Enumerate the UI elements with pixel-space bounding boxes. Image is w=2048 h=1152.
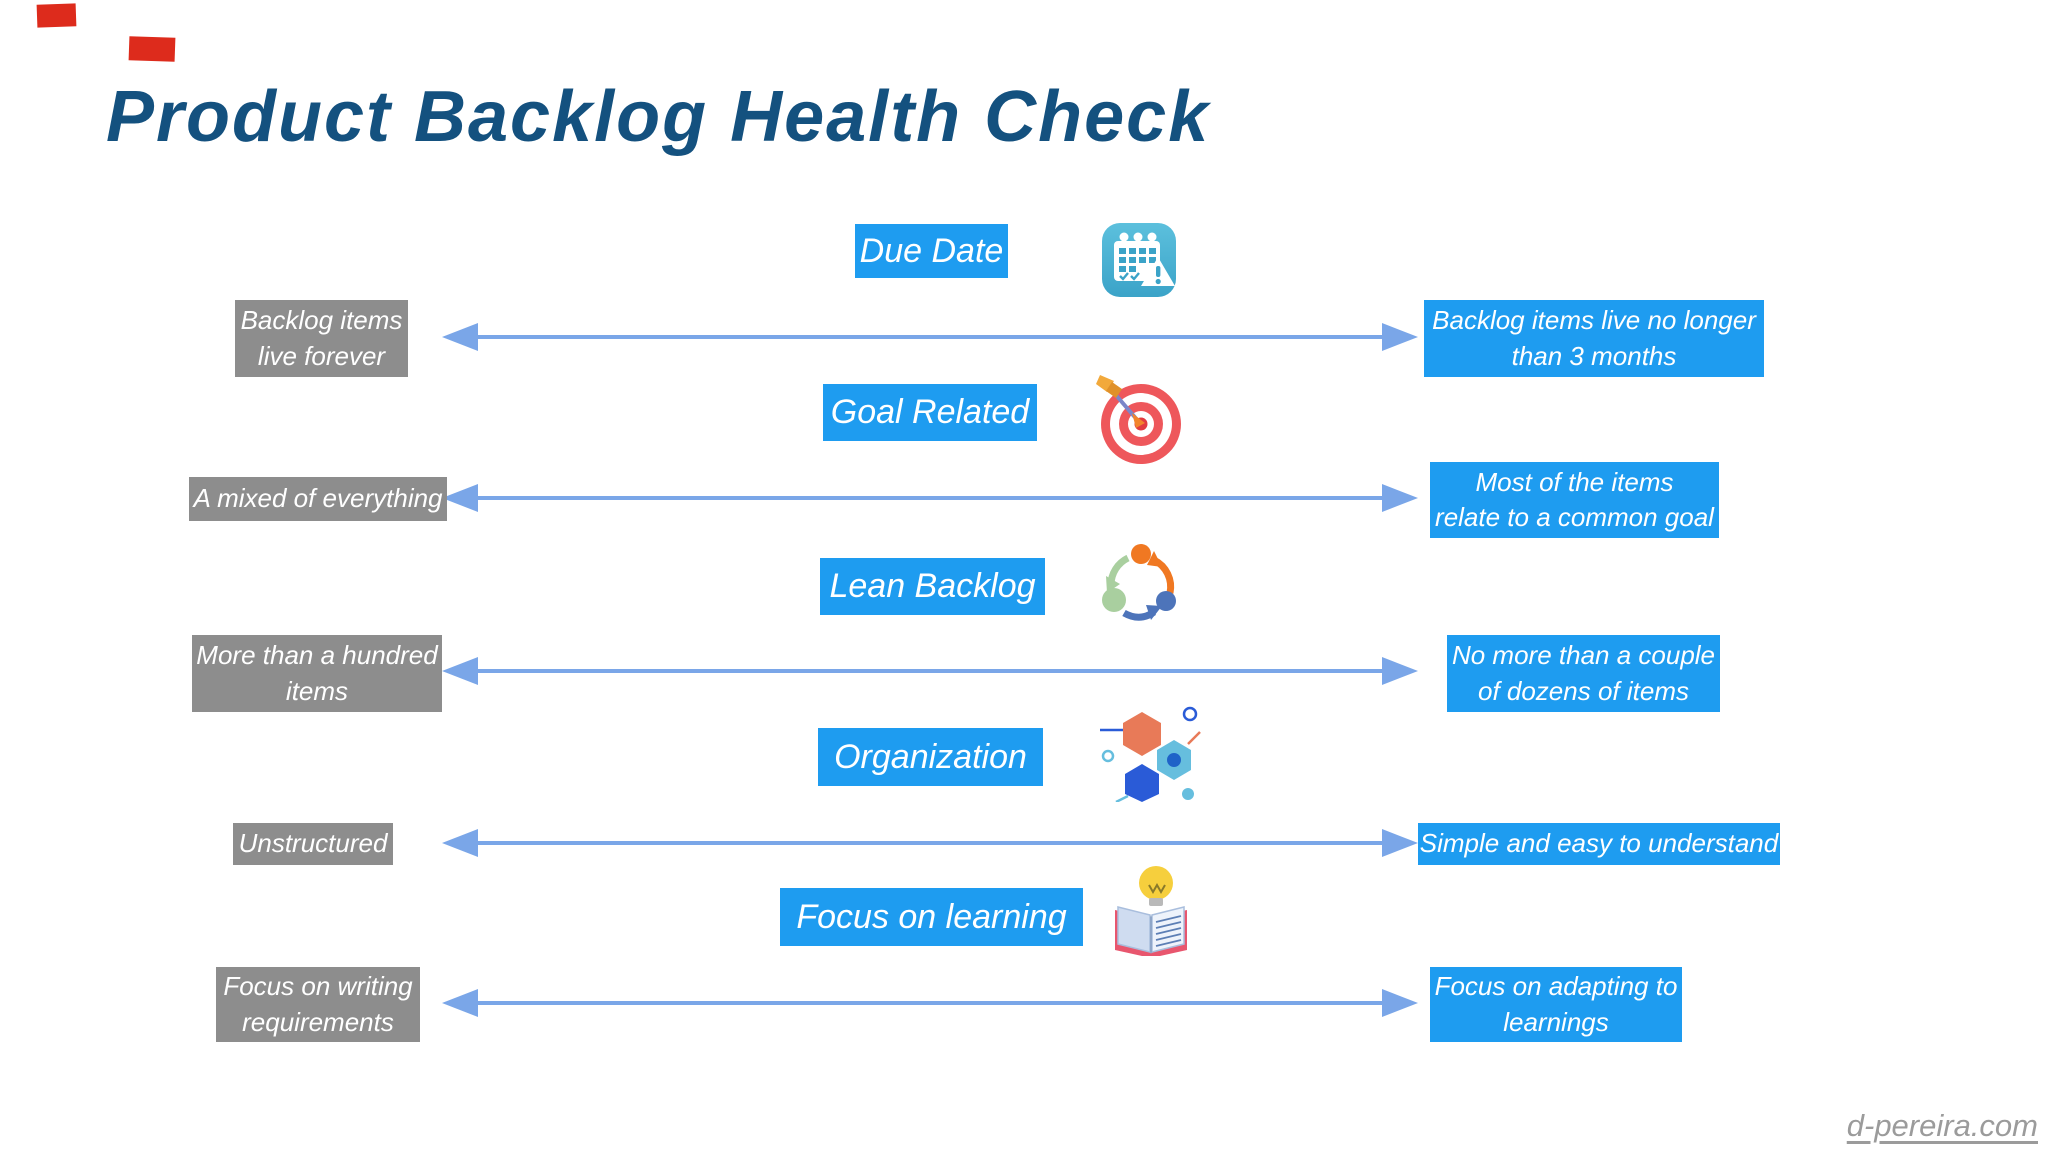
calendar-warning-icon: [1100, 221, 1178, 299]
good-practice-box: Focus on adapting to learnings: [1430, 967, 1682, 1042]
double-arrow: [442, 989, 1418, 1017]
category-label-goal-related: Goal Related: [823, 384, 1037, 441]
good-practice-box: Backlog items live no longer than 3 mont…: [1424, 300, 1764, 377]
double-arrow: [442, 484, 1418, 512]
good-practice-box: Simple and easy to understand: [1418, 823, 1780, 865]
page-title: Product Backlog Health Check: [106, 77, 1211, 157]
bad-practice-box: More than a hundred items: [192, 635, 442, 712]
category-label-lean-backlog: Lean Backlog: [820, 558, 1045, 615]
category-label-due-date: Due Date: [855, 224, 1008, 278]
cycle-icon: [1100, 543, 1182, 621]
bad-practice-box: Focus on writing requirements: [216, 967, 420, 1042]
red-scribble-mark: [128, 36, 176, 62]
bad-practice-box: Backlog items live forever: [235, 300, 408, 377]
target-icon: [1092, 372, 1186, 466]
bad-practice-box: A mixed of everything: [189, 477, 447, 521]
hexagons-icon: [1096, 706, 1202, 804]
category-label-organization: Organization: [818, 728, 1043, 786]
book-bulb-icon: [1102, 858, 1200, 958]
bad-practice-box: Unstructured: [233, 823, 393, 865]
category-label-focus-on-learning: Focus on learning: [780, 888, 1083, 946]
good-practice-box: No more than a couple of dozens of items: [1447, 635, 1720, 712]
double-arrow: [442, 657, 1418, 685]
footer-link[interactable]: d-pereira.com: [1846, 1108, 2038, 1143]
good-practice-box: Most of the items relate to a common goa…: [1430, 462, 1719, 538]
double-arrow: [442, 323, 1418, 351]
red-scribble-mark: [36, 3, 77, 28]
double-arrow: [442, 829, 1418, 857]
